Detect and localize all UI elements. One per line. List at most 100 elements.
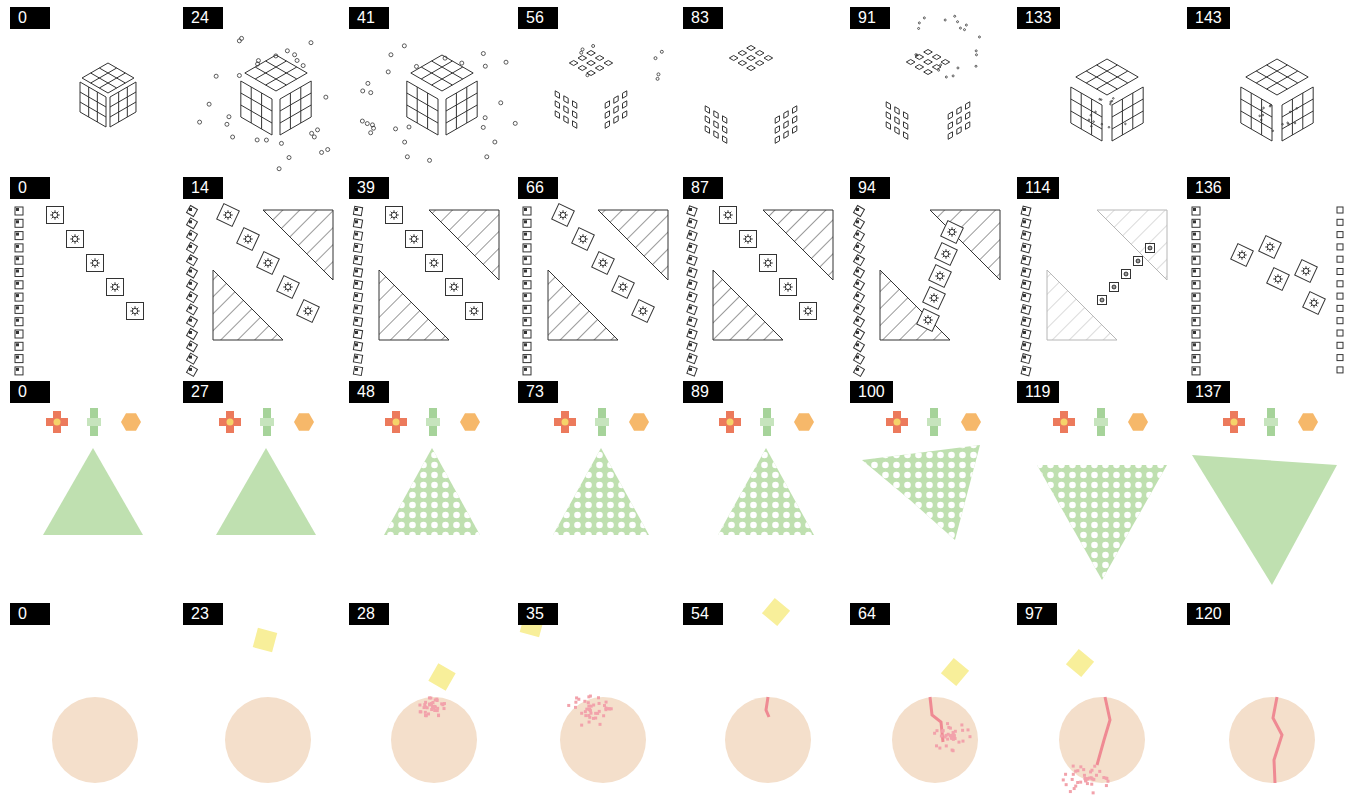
stroke <box>1282 99 1313 117</box>
particle <box>952 75 954 77</box>
shape <box>784 111 788 119</box>
particle <box>237 39 241 43</box>
mark <box>355 356 358 359</box>
gear <box>1101 299 1104 302</box>
mark <box>1023 220 1026 223</box>
frame-number: 136 <box>1187 177 1230 199</box>
particle <box>504 60 508 64</box>
frame-number: 48 <box>349 381 389 403</box>
gear <box>391 212 396 217</box>
mark <box>189 356 192 359</box>
small-square <box>854 329 865 340</box>
mark <box>856 356 859 359</box>
fragment <box>424 711 427 714</box>
mark <box>689 343 692 346</box>
stroke <box>1272 105 1273 141</box>
mark <box>355 319 358 322</box>
fragment <box>574 701 577 704</box>
mark <box>355 282 358 285</box>
frame-number: 120 <box>1187 603 1230 625</box>
particle <box>483 64 487 68</box>
shape <box>723 126 727 134</box>
small-square <box>687 230 697 240</box>
small-square <box>1192 281 1200 289</box>
small-square <box>523 367 531 375</box>
disc <box>892 697 978 783</box>
particle <box>1093 121 1095 123</box>
fragment <box>935 729 938 732</box>
gear-box <box>1098 296 1107 305</box>
frame-number: 89 <box>683 381 723 403</box>
stroke <box>272 99 273 135</box>
frame-number: 143 <box>1187 7 1230 29</box>
frame-number: 119 <box>1017 381 1059 403</box>
cross-icon <box>1223 411 1245 433</box>
mark <box>1023 306 1026 309</box>
gear <box>265 260 270 265</box>
frame-number: 0 <box>10 7 50 29</box>
small-square <box>1192 256 1200 264</box>
shape <box>714 131 718 139</box>
fragment <box>1106 780 1109 783</box>
stroke <box>241 93 272 111</box>
small-square <box>1021 317 1031 327</box>
fragment <box>588 708 591 711</box>
cross-center <box>227 419 234 426</box>
particle <box>481 125 485 129</box>
fragment <box>583 700 586 703</box>
small-square <box>1192 219 1200 227</box>
mark <box>1023 208 1026 211</box>
stroke <box>456 93 457 129</box>
stroke <box>127 87 128 117</box>
mark <box>524 331 527 334</box>
fragment <box>1102 776 1105 779</box>
gear <box>560 212 565 217</box>
small-square <box>15 330 23 338</box>
shape <box>604 61 613 66</box>
small-square <box>1192 269 1200 277</box>
hexagon-icon <box>961 413 981 430</box>
stroke <box>300 87 301 123</box>
mark <box>689 356 692 359</box>
particle <box>394 127 398 131</box>
mark <box>689 233 692 236</box>
stroke <box>251 87 252 123</box>
stroke <box>1241 99 1272 117</box>
shape <box>614 116 618 124</box>
mark <box>856 220 859 223</box>
mark <box>689 270 692 273</box>
mark <box>189 233 192 236</box>
fragment <box>430 708 433 711</box>
fragment <box>424 701 427 704</box>
fragment <box>1079 781 1082 784</box>
fragment <box>944 735 947 738</box>
shape <box>705 116 709 124</box>
shape <box>573 101 577 109</box>
fragment <box>967 728 970 731</box>
shape <box>784 131 788 139</box>
stroke <box>135 82 136 112</box>
shape <box>915 65 924 70</box>
shape <box>904 122 908 130</box>
fragment <box>604 707 607 710</box>
hexagon-icon <box>629 413 649 430</box>
mark <box>1193 306 1196 309</box>
frame-number: 91 <box>850 7 890 29</box>
fragment <box>587 705 590 708</box>
gear <box>745 236 750 241</box>
mark <box>1023 245 1026 248</box>
small-square <box>1337 244 1343 250</box>
gear <box>1149 247 1152 250</box>
particle <box>944 19 946 21</box>
particle <box>975 50 977 52</box>
stroke <box>1086 71 1117 89</box>
shape <box>966 102 970 110</box>
shape <box>886 112 890 120</box>
cross-icon <box>886 411 908 433</box>
particle <box>965 24 967 26</box>
pill-band <box>927 418 941 426</box>
gear-box <box>127 303 144 320</box>
frame-number: 14 <box>183 177 223 199</box>
mark <box>856 306 859 309</box>
particle <box>959 27 961 29</box>
